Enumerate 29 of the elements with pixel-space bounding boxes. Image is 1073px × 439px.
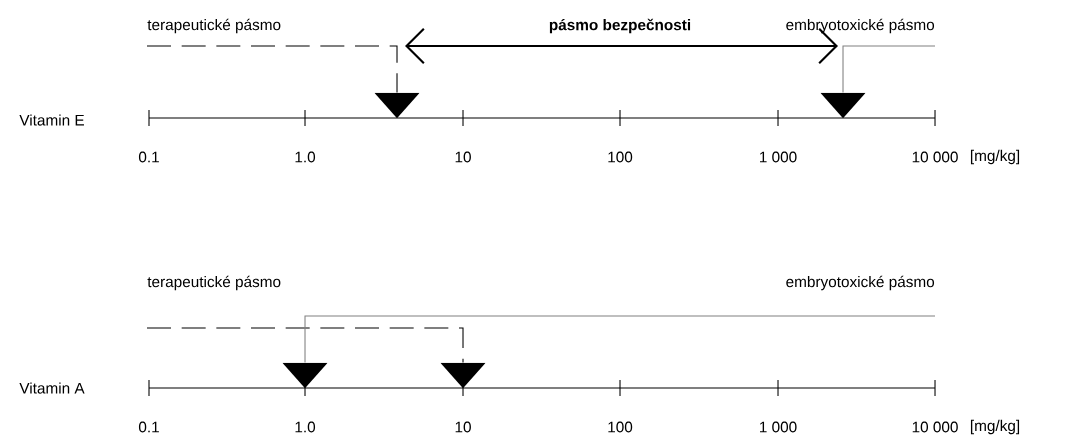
band-label: terapeutické pásmo xyxy=(147,275,281,291)
tick-label: 100 xyxy=(608,421,633,433)
leader-line xyxy=(842,45,936,94)
dose-marker xyxy=(282,362,328,389)
tick-label: 0.1 xyxy=(138,151,159,163)
tick-label: 10 000 xyxy=(912,151,958,163)
band-label: embryotoxické pásmo xyxy=(786,18,935,34)
row-label: Vitamin E xyxy=(19,114,84,126)
leader-line xyxy=(304,315,936,364)
tick-label: 1.0 xyxy=(295,151,316,163)
dose-marker xyxy=(374,92,420,119)
tick-label: 1.0 xyxy=(295,421,316,433)
band-label: embryotoxické pásmo xyxy=(786,275,935,291)
leader-line xyxy=(146,45,398,94)
leader-line xyxy=(146,327,464,364)
tick-label: 1 000 xyxy=(760,421,797,433)
tick-label: 0.1 xyxy=(138,421,159,433)
tick-label: 1 000 xyxy=(760,151,797,163)
row-label: Vitamin A xyxy=(19,382,85,394)
band-label: terapeutické pásmo xyxy=(147,18,281,34)
unit-label: [mg/kg] xyxy=(970,419,1020,435)
unit-label: [mg/kg] xyxy=(970,149,1020,165)
tick-label: 10 000 xyxy=(912,421,958,433)
dose-marker xyxy=(820,92,866,119)
band-title: pásmo bezpečnosti xyxy=(549,18,691,34)
tick-label: 10 xyxy=(455,421,471,433)
dose-marker xyxy=(440,362,486,389)
tick-label: 100 xyxy=(608,151,633,163)
tick-label: 10 xyxy=(455,151,471,163)
